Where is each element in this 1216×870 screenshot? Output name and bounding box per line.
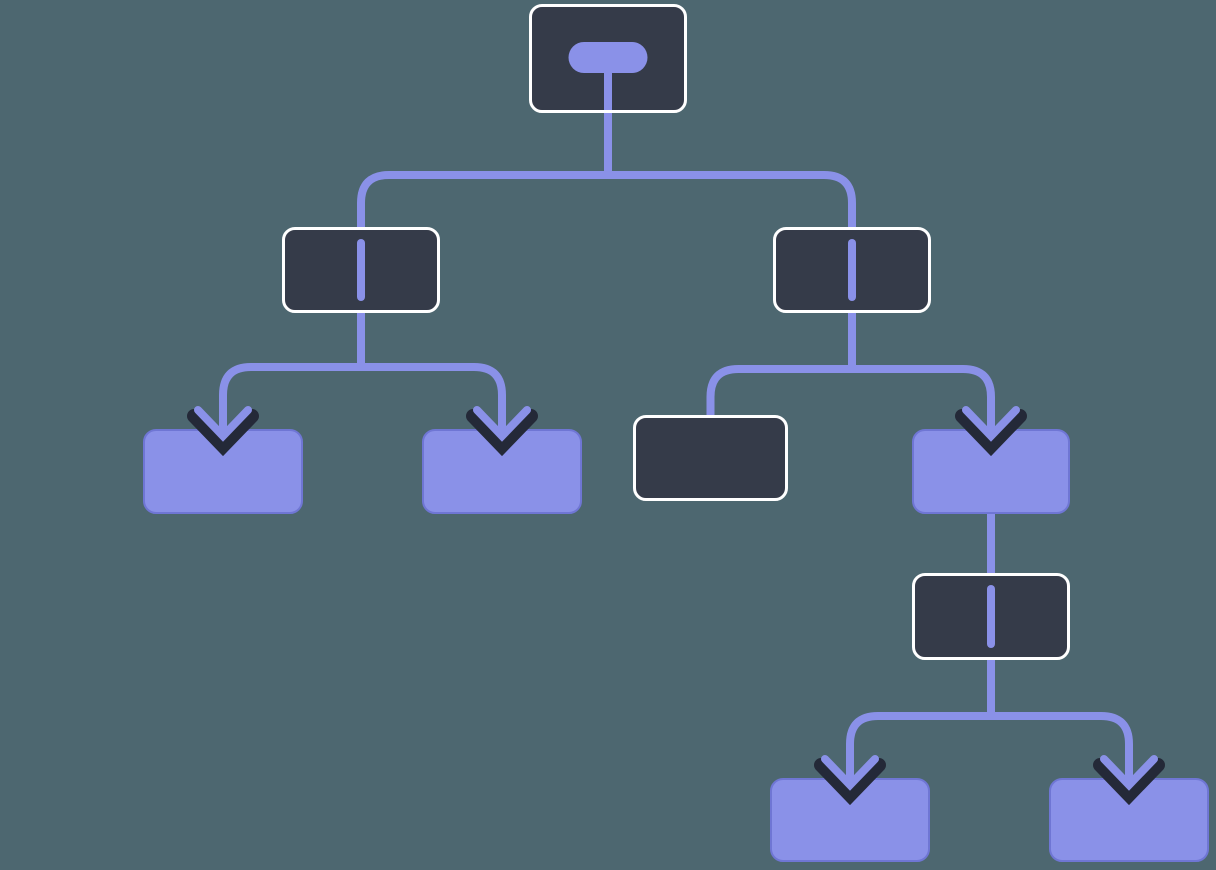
edge-start-branch-b — [604, 113, 856, 229]
node-action-b2[interactable] — [912, 401, 1070, 514]
node-action-c1[interactable] — [770, 750, 930, 862]
pill-stem-glyph — [604, 69, 612, 110]
divider-bar-glyph — [848, 239, 856, 301]
node-branch-b[interactable] — [773, 227, 931, 313]
edge-branch-a-action-a2 — [357, 313, 506, 431]
divider-bar-glyph — [987, 585, 995, 648]
pill-glyph — [568, 42, 648, 73]
edge-branch-c-action-c1 — [846, 660, 995, 780]
node-start[interactable] — [529, 4, 687, 113]
node-branch-c[interactable] — [912, 573, 1070, 660]
edge-branch-b-step-b1 — [706, 313, 856, 417]
node-branch-a[interactable] — [282, 227, 440, 313]
edge-branch-a-action-a1 — [219, 313, 365, 431]
node-action-a1[interactable] — [143, 401, 303, 514]
edge-start-branch-a — [357, 113, 612, 229]
edge-branch-c-action-c2 — [987, 660, 1133, 780]
node-step-b1[interactable] — [633, 415, 788, 501]
edge-branch-b-action-b2 — [848, 313, 995, 431]
node-action-c2[interactable] — [1049, 750, 1209, 862]
divider-bar-glyph — [357, 239, 365, 301]
node-action-a2[interactable] — [422, 401, 582, 514]
